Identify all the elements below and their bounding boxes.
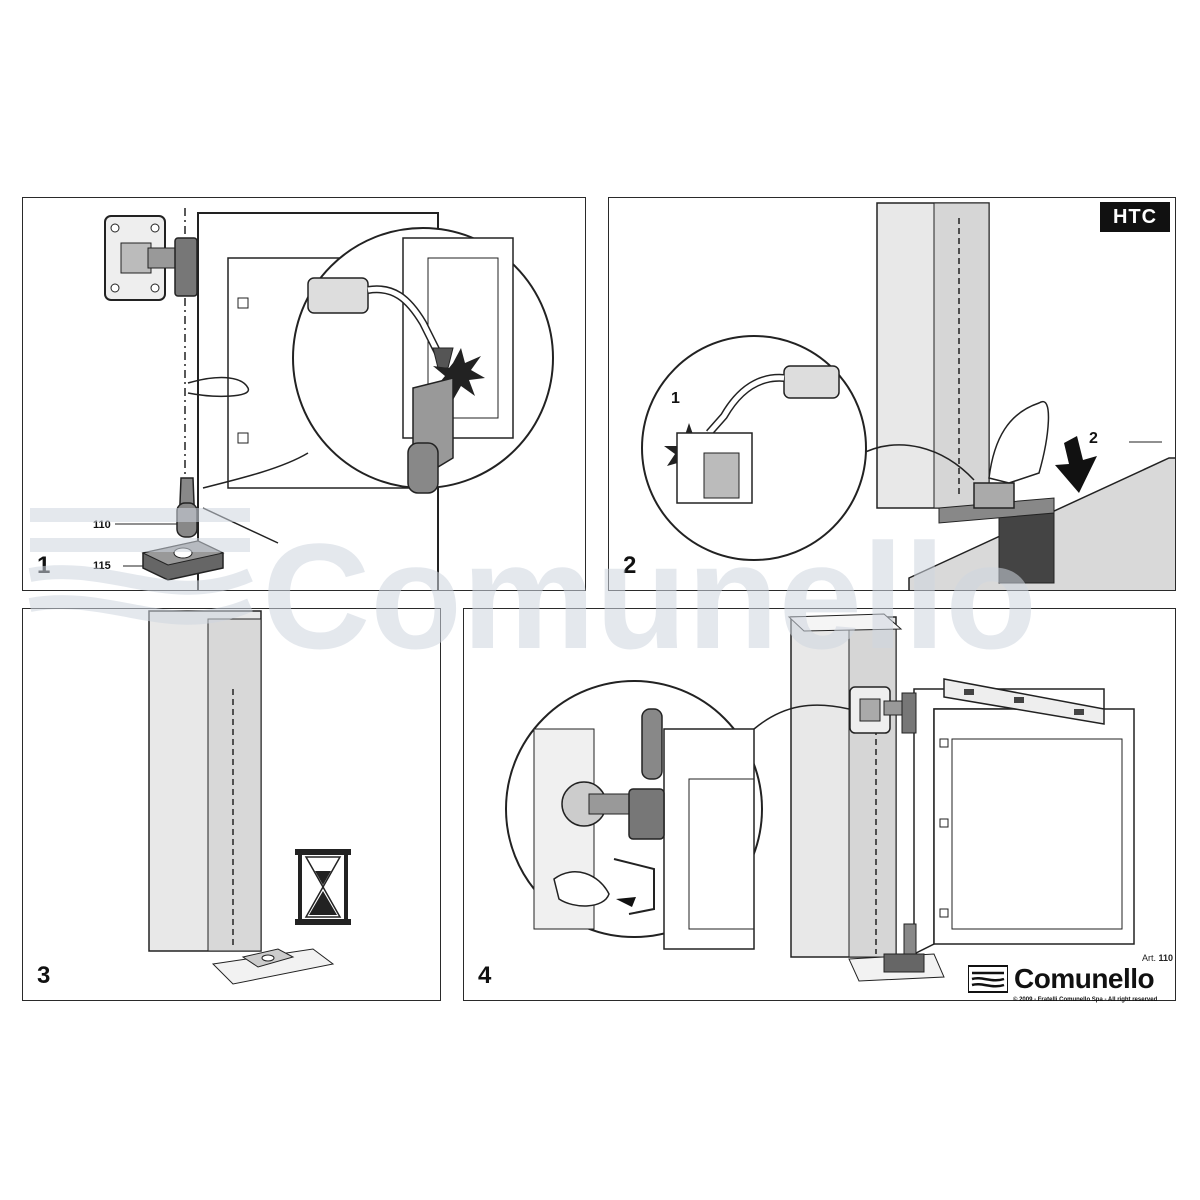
- callout-1: 1: [671, 390, 680, 407]
- step-number: 1: [37, 552, 51, 579]
- spark-icon: [433, 348, 485, 400]
- step-4-panel: 4: [463, 608, 1176, 1001]
- step-number: 4: [478, 962, 492, 989]
- comunello-logo-icon: [968, 965, 1008, 993]
- article-value: 110: [1158, 953, 1174, 963]
- step-number: 2: [623, 552, 637, 579]
- htc-badge: HTC: [1100, 202, 1170, 232]
- wall-plate-icon: [104, 215, 166, 301]
- welding-torch-icon: [307, 277, 454, 369]
- step-2-illustration: [641, 202, 1175, 590]
- step-2-panel: 1 2 2: [608, 197, 1176, 591]
- callout-110: 110: [93, 519, 111, 531]
- wall-plate-icon: [849, 686, 891, 734]
- step-1-panel: 110 115 1: [22, 197, 586, 591]
- callout-115: 115: [93, 560, 111, 572]
- step-number: 3: [37, 962, 51, 989]
- step-1-illustration: [104, 208, 554, 590]
- callout-2: 2: [1089, 430, 1098, 447]
- step-3-panel: 3: [22, 608, 441, 1001]
- welding-torch-icon: [706, 365, 840, 436]
- copyright-text: © 2009 - Fratelli Comunello Spa - All ri…: [1013, 997, 1158, 1003]
- hourglass-icon: [295, 849, 351, 925]
- brand-logo: Comunello: [968, 962, 1155, 996]
- brand-name: Comunello: [1014, 963, 1155, 994]
- down-arrow-icon: [1055, 436, 1097, 493]
- step-3-illustration: [148, 610, 351, 985]
- curved-arrow-icon: [616, 897, 636, 907]
- step-4-illustration: [505, 613, 1135, 982]
- article-number: Art. 110: [1142, 953, 1173, 963]
- article-label: Art.: [1142, 953, 1157, 963]
